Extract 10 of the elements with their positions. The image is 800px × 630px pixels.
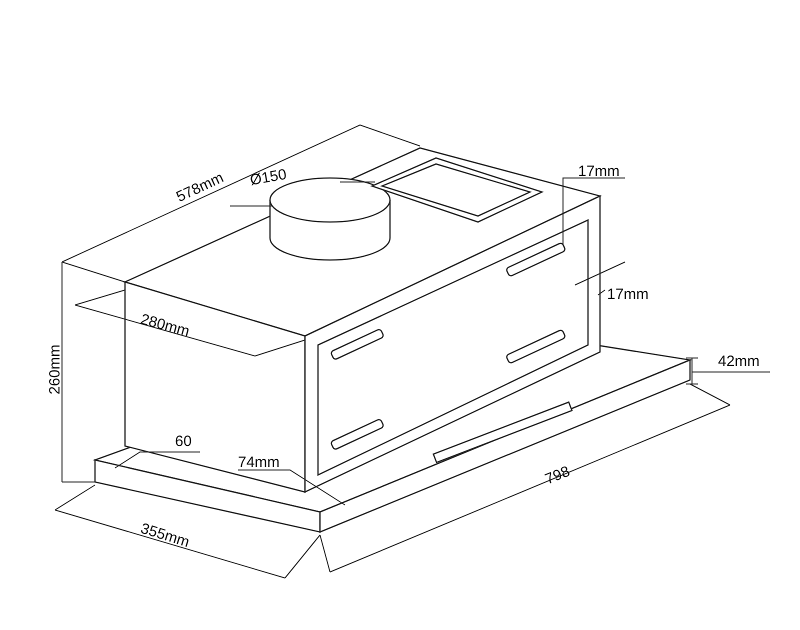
dimension-label: 280mm xyxy=(138,312,192,340)
dimension-label: 17mm xyxy=(578,164,620,179)
dimension-label: 42mm xyxy=(718,354,760,369)
dimension-label: 798 xyxy=(543,464,572,488)
dimension-label: 74mm xyxy=(238,455,280,470)
dimension-label: Ø150 xyxy=(248,166,288,188)
dimension-label: 355mm xyxy=(138,521,192,550)
dimension-label: 60 xyxy=(175,434,192,449)
dimension-label: 17mm xyxy=(607,287,649,302)
dimension-label: 260mm xyxy=(48,344,63,395)
